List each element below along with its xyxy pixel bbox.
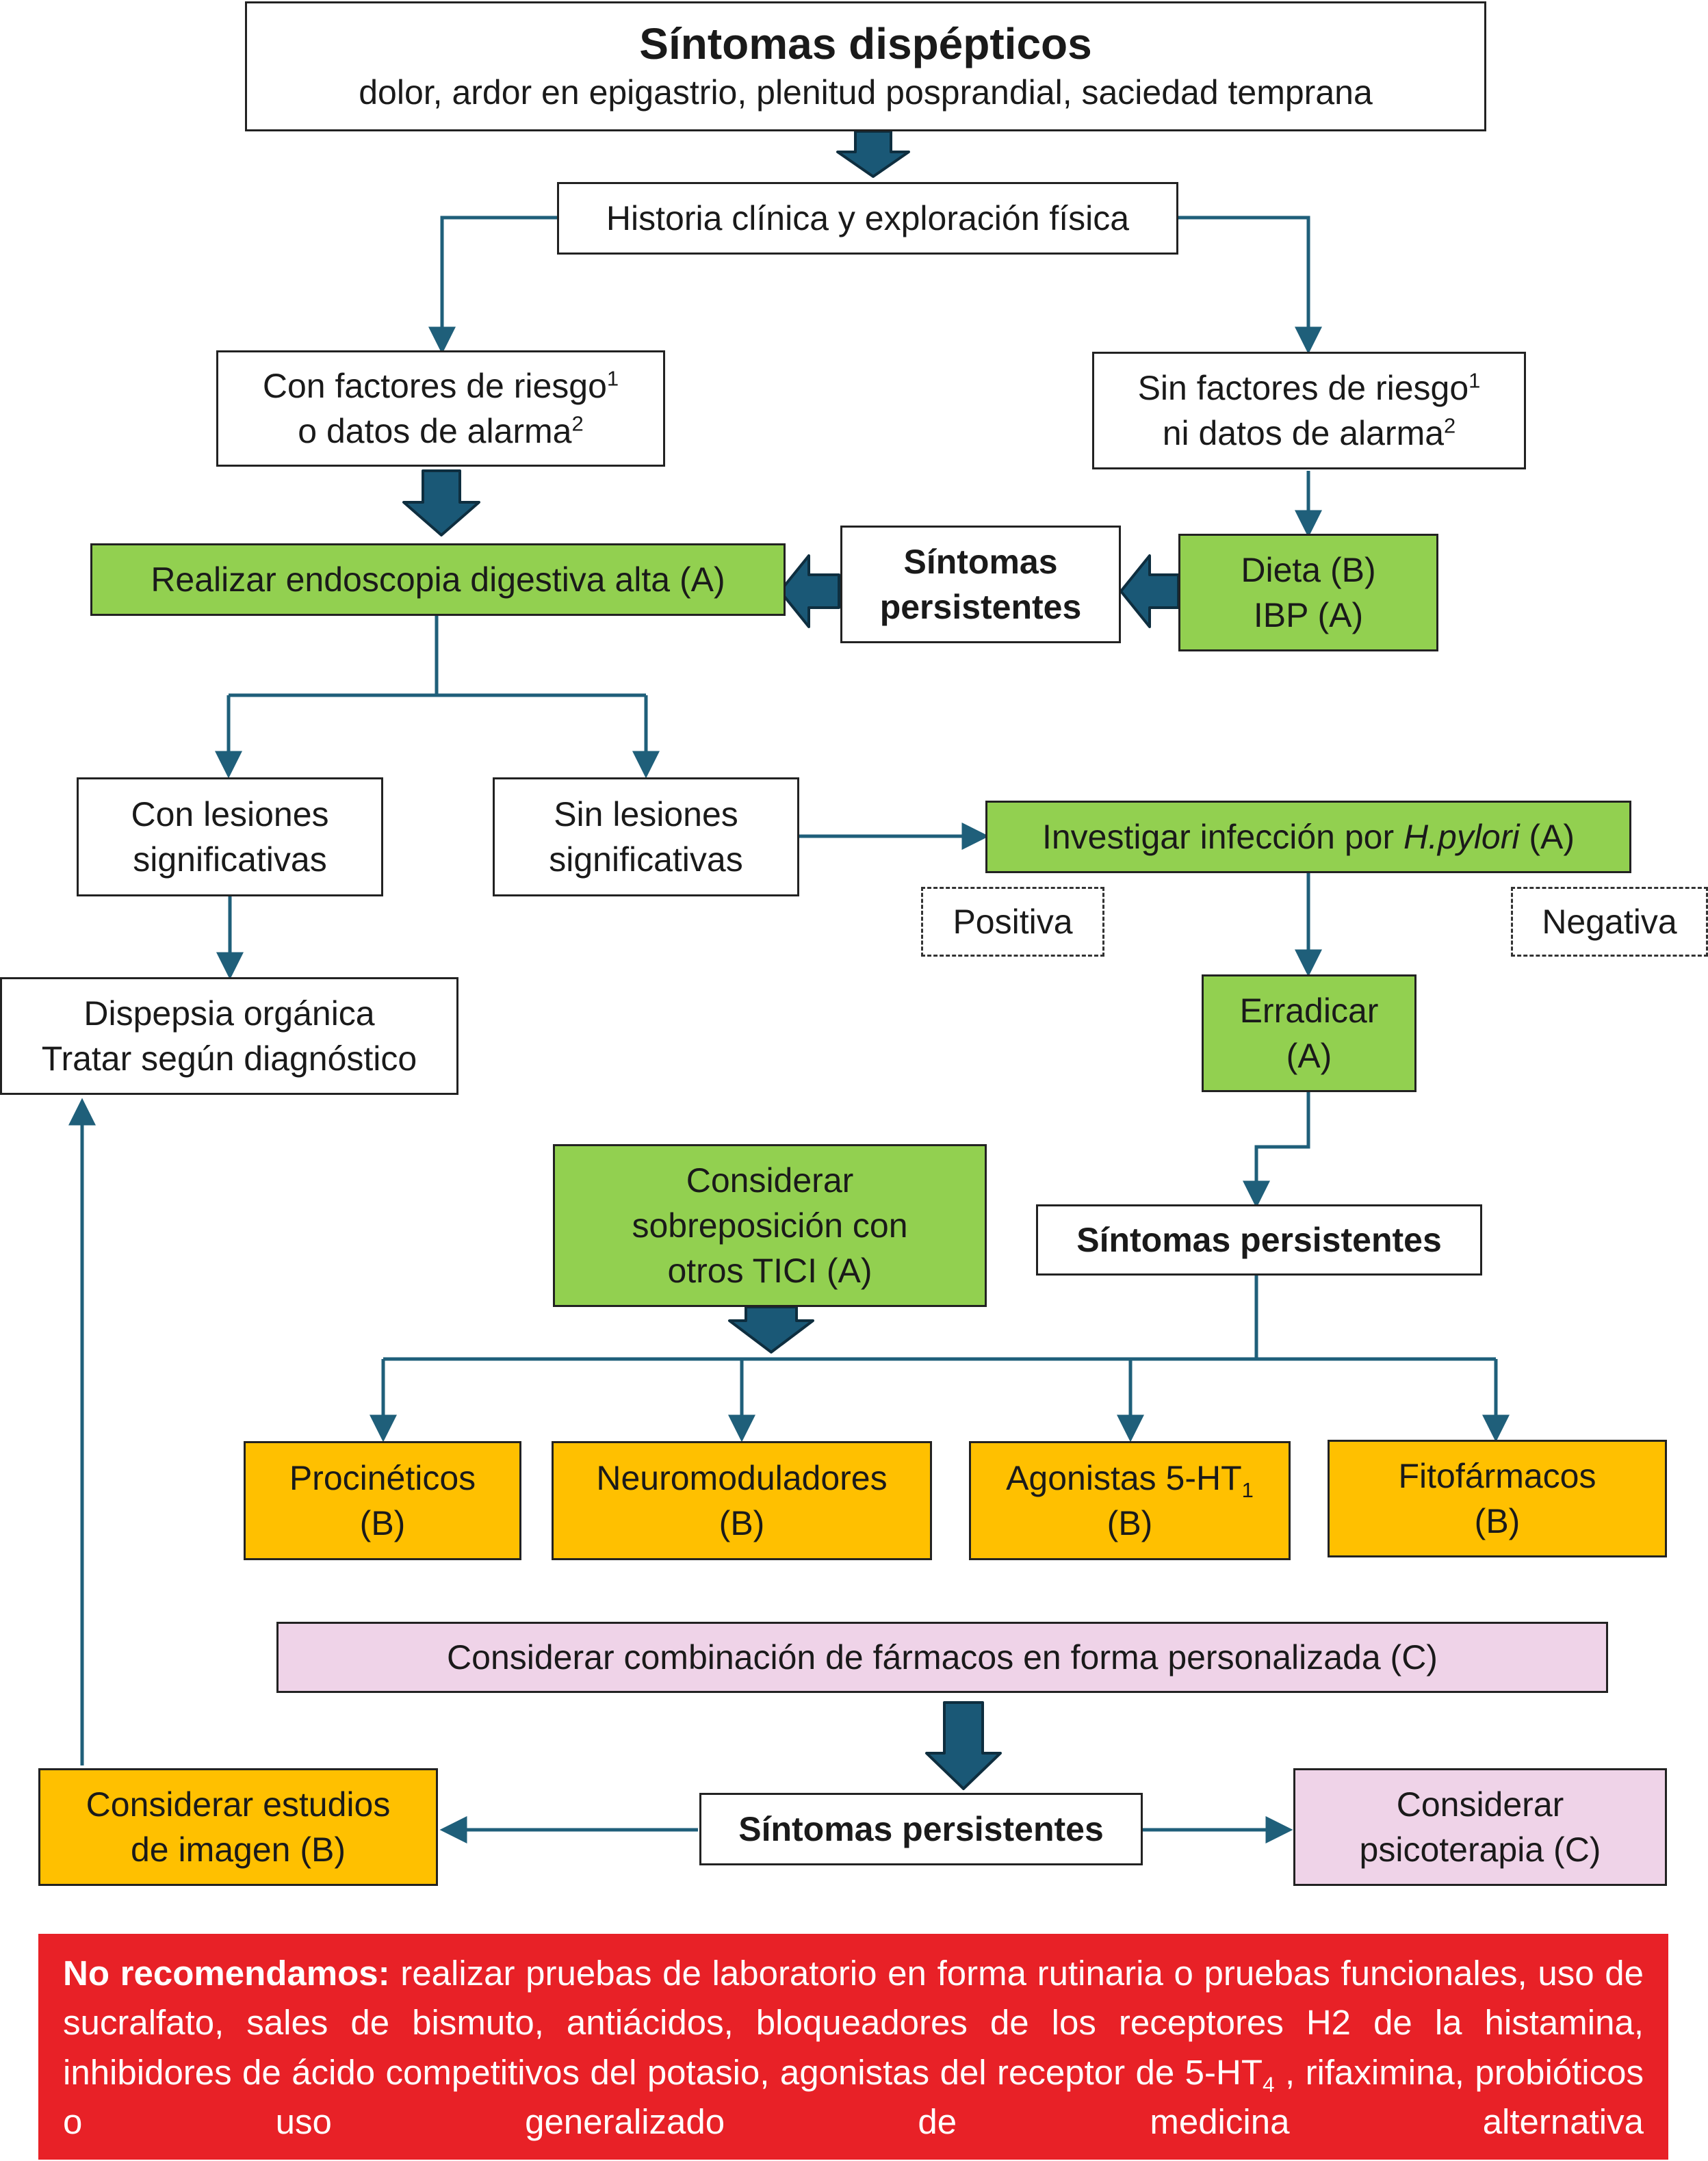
with-lesions-label: Con lesiones significativas bbox=[131, 795, 329, 879]
hpylori-text-species: H.pylori bbox=[1403, 818, 1520, 856]
neuromod-line-2: (B) bbox=[719, 1504, 765, 1542]
persistent-symptoms-label-2: Síntomas persistentes bbox=[1076, 1221, 1442, 1259]
diet-line-1: Dieta (B) bbox=[1241, 551, 1376, 589]
block-arrow-diet-to-persist bbox=[1120, 554, 1180, 628]
connector-history-to-norisk bbox=[1178, 216, 1322, 354]
risk-line-2: o datos de alarma2 bbox=[298, 409, 584, 454]
psycho-line-1: Considerar bbox=[1396, 1785, 1564, 1824]
risk-footnote-1: 1 bbox=[606, 366, 619, 391]
negative-label: Negativa bbox=[1542, 903, 1677, 941]
diet-line-2: IBP (A) bbox=[1253, 596, 1364, 634]
agonists-box: Agonistas 5-HT1 (B) bbox=[969, 1441, 1291, 1560]
agonists-subscript: 1 bbox=[1241, 1478, 1254, 1502]
organic-dyspepsia-box: Dispepsia orgánica Tratar según diagnóst… bbox=[0, 977, 458, 1095]
combination-box: Considerar combinación de fármacos en fo… bbox=[276, 1622, 1608, 1693]
risk-box: Con factores de riesgo1 o datos de alarm… bbox=[216, 350, 665, 467]
not-recommended-note: No recomendamos: realizar pruebas de lab… bbox=[38, 1934, 1668, 2160]
history-label: Historia clínica y exploración física bbox=[606, 199, 1130, 237]
not-recommended-lead: No recomendamos: bbox=[63, 1954, 390, 1993]
connector-eradicate-to-persist bbox=[1243, 1092, 1310, 1208]
agonists-line-2: (B) bbox=[1107, 1504, 1153, 1542]
tici-label: Considerar sobreposición con otros TICI … bbox=[632, 1161, 908, 1290]
organic-line-1: Dispepsia orgánica bbox=[83, 994, 375, 1033]
start-subtitle: dolor, ardor en epigastrio, plenitud pos… bbox=[359, 73, 1373, 112]
imaging-line-1: Considerar estudios bbox=[86, 1785, 391, 1824]
norisk-line-2: ni datos de alarma2 bbox=[1163, 411, 1456, 456]
risk-footnote-2: 2 bbox=[571, 411, 584, 436]
diet-box: Dieta (B) IBP (A) bbox=[1178, 534, 1438, 651]
hpylori-text-post: (A) bbox=[1519, 818, 1575, 856]
eradicate-line-1: Erradicar bbox=[1239, 992, 1379, 1030]
phytopharmaceuticals-box: Fitofármacos (B) bbox=[1328, 1440, 1667, 1557]
connector-history-to-risk bbox=[428, 216, 557, 354]
not-recommended-text-a: realizar pruebas de laboratorio en forma… bbox=[63, 1954, 1644, 2092]
phyto-line-1: Fitofármacos bbox=[1398, 1457, 1596, 1495]
block-arrow-start-to-history bbox=[836, 130, 910, 178]
norisk-line-1: Sin factores de riesgo1 bbox=[1138, 365, 1481, 411]
prokinetics-line-2: (B) bbox=[359, 1504, 406, 1542]
block-arrow-combination-to-persist bbox=[925, 1701, 1002, 1790]
endoscopy-label: Realizar endoscopia digestiva alta (A) bbox=[151, 560, 725, 599]
norisk-line-2-text: ni datos de alarma bbox=[1162, 414, 1445, 452]
organic-line-2: Tratar según diagnóstico bbox=[41, 1039, 417, 1078]
start-box: Síntomas dispépticos dolor, ardor en epi… bbox=[245, 1, 1486, 131]
risk-line-1: Con factores de riesgo1 bbox=[263, 363, 619, 409]
hpylori-box: Investigar infección por H.pylori (A) bbox=[985, 801, 1631, 873]
hpylori-label: Investigar infección por H.pylori (A) bbox=[1042, 814, 1575, 859]
persistent-symptoms-box-1: Síntomas persistentes bbox=[840, 526, 1121, 643]
positive-label: Positiva bbox=[953, 903, 1073, 941]
prokinetics-box: Procinéticos (B) bbox=[244, 1441, 521, 1560]
without-lesions-box: Sin lesiones significativas bbox=[493, 777, 799, 896]
tici-box: Considerar sobreposición con otros TICI … bbox=[553, 1144, 987, 1307]
positive-label-box: Positiva bbox=[921, 887, 1104, 957]
block-arrow-risk-to-endoscopy bbox=[402, 469, 480, 536]
norisk-footnote-2: 2 bbox=[1444, 413, 1456, 438]
history-box: Historia clínica y exploración física bbox=[557, 182, 1178, 255]
risk-line-1-text: Con factores de riesgo bbox=[262, 367, 607, 405]
norisk-line-1-text: Sin factores de riesgo bbox=[1137, 369, 1469, 407]
combination-label: Considerar combinación de fármacos en fo… bbox=[447, 1638, 1438, 1677]
eradicate-box: Erradicar (A) bbox=[1202, 974, 1416, 1092]
imaging-box: Considerar estudios de imagen (B) bbox=[38, 1768, 438, 1886]
agonists-line-1: Agonistas 5-HT1 bbox=[1006, 1455, 1254, 1501]
block-arrow-tici-to-drugs bbox=[728, 1306, 814, 1354]
persistent-symptoms-box-3: Síntomas persistentes bbox=[699, 1793, 1143, 1865]
endoscopy-box: Realizar endoscopia digestiva alta (A) bbox=[90, 543, 786, 616]
prokinetics-line-1: Procinéticos bbox=[289, 1459, 476, 1497]
negative-label-box: Negativa bbox=[1511, 887, 1708, 957]
start-title: Síntomas dispépticos bbox=[639, 19, 1092, 69]
agonists-line-1-text: Agonistas 5-HT bbox=[1006, 1459, 1242, 1497]
not-recommended-subscript: 4 bbox=[1263, 2072, 1275, 2097]
not-recommended-text-b: , rifaximina, probióticos o uso generali… bbox=[63, 2052, 1644, 2142]
neuromodulators-box: Neuromoduladores (B) bbox=[552, 1441, 932, 1560]
hpylori-text-pre: Investigar infección por bbox=[1041, 818, 1404, 856]
norisk-box: Sin factores de riesgo1 ni datos de alar… bbox=[1092, 352, 1526, 469]
block-arrow-persist-to-endoscopy bbox=[779, 554, 840, 628]
with-lesions-box: Con lesiones significativas bbox=[77, 777, 383, 896]
phyto-line-2: (B) bbox=[1474, 1502, 1521, 1540]
imaging-line-2: de imagen (B) bbox=[130, 1830, 346, 1869]
persistent-symptoms-box-2: Síntomas persistentes bbox=[1036, 1204, 1482, 1276]
risk-line-2-text: o datos de alarma bbox=[298, 412, 572, 450]
psychotherapy-box: Considerar psicoterapia (C) bbox=[1293, 1768, 1667, 1886]
psycho-line-2: psicoterapia (C) bbox=[1359, 1830, 1601, 1869]
persistent-symptoms-label-3: Síntomas persistentes bbox=[738, 1810, 1104, 1848]
without-lesions-label: Sin lesiones significativas bbox=[549, 795, 743, 879]
persistent-symptoms-label-1: Síntomas persistentes bbox=[879, 543, 1082, 626]
norisk-footnote-1: 1 bbox=[1468, 368, 1481, 393]
eradicate-line-2: (A) bbox=[1286, 1037, 1332, 1075]
neuromod-line-1: Neuromoduladores bbox=[596, 1459, 888, 1497]
